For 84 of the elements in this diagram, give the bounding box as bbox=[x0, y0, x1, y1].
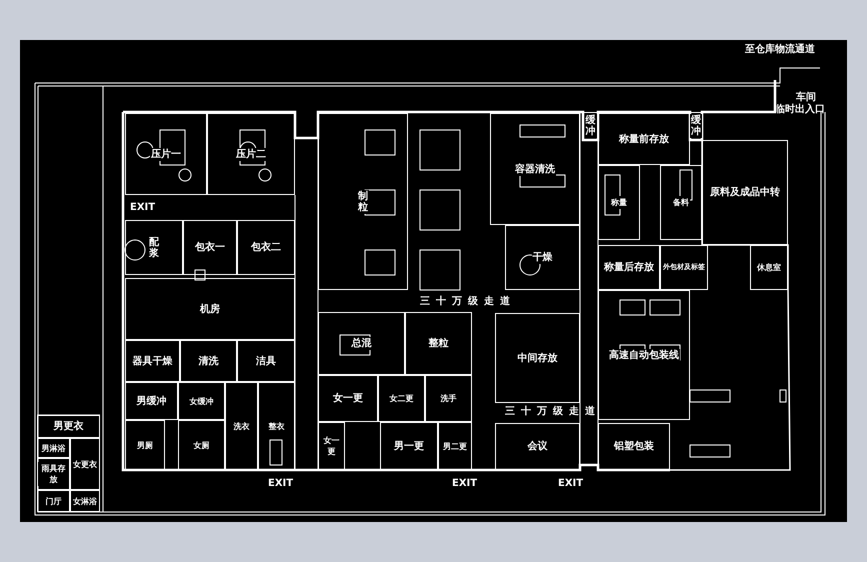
room bbox=[180, 340, 237, 382]
room bbox=[598, 290, 690, 420]
room bbox=[207, 113, 295, 195]
room bbox=[378, 375, 425, 422]
room-label: 女更衣 bbox=[72, 458, 98, 470]
room bbox=[660, 165, 702, 240]
room-label: 总混 bbox=[350, 337, 372, 350]
room-label: 压片一 bbox=[150, 148, 182, 160]
exit-label: EXIT bbox=[452, 478, 478, 489]
room bbox=[495, 423, 580, 470]
room-label: 压片二 bbox=[235, 148, 267, 160]
exit-label: EXIT bbox=[268, 478, 294, 489]
room bbox=[125, 382, 178, 420]
room bbox=[258, 382, 295, 470]
room bbox=[237, 220, 295, 275]
room-label: 中间存放 bbox=[516, 352, 558, 364]
room bbox=[750, 245, 788, 290]
room-label: 整粒 bbox=[428, 337, 450, 350]
room bbox=[125, 220, 183, 275]
room bbox=[598, 245, 660, 290]
note: 车间 bbox=[796, 92, 816, 103]
room bbox=[438, 422, 472, 470]
room bbox=[37, 415, 100, 438]
room bbox=[405, 312, 472, 375]
note: 至仓库物流通道 bbox=[745, 44, 815, 55]
room bbox=[318, 113, 408, 290]
room-label: 称量前存放 bbox=[618, 132, 670, 146]
room-label: 男二更 bbox=[442, 440, 468, 452]
room-label: 会议 bbox=[526, 440, 548, 453]
room-label: 洁具 bbox=[255, 354, 277, 368]
room-label: 包衣二 bbox=[250, 241, 282, 254]
room bbox=[598, 165, 640, 240]
room-label: 干燥 bbox=[532, 251, 554, 264]
room-label: 洗手 bbox=[440, 392, 458, 405]
room bbox=[37, 490, 70, 512]
room bbox=[505, 225, 580, 290]
room-label: 容器清洗 bbox=[514, 162, 556, 176]
room bbox=[380, 422, 438, 470]
room-label: 包衣一 bbox=[194, 241, 226, 254]
room bbox=[183, 220, 237, 275]
room bbox=[178, 420, 225, 470]
room-label: 女淋浴 bbox=[72, 494, 98, 508]
room-label: 女二更 bbox=[388, 392, 414, 405]
room-label: 女一更 bbox=[332, 392, 364, 405]
room-label: 休息室 bbox=[756, 261, 782, 274]
exit-label: EXIT bbox=[558, 478, 584, 489]
corridor-label: 三十万级走道 bbox=[420, 296, 516, 307]
room-label: 男一更 bbox=[393, 440, 425, 452]
room-label: 高速自动包装线 bbox=[608, 348, 680, 362]
room bbox=[598, 113, 690, 165]
room-label: 称量后存放 bbox=[603, 261, 655, 274]
room bbox=[37, 438, 70, 458]
room bbox=[178, 382, 225, 420]
room-label: 缓冲 bbox=[690, 114, 702, 138]
room-label: 备料 bbox=[672, 196, 690, 209]
room-label: 男更衣 bbox=[52, 420, 84, 433]
room bbox=[702, 140, 788, 245]
room-label: 称量 bbox=[610, 196, 628, 209]
room-label: 铝塑包装 bbox=[613, 440, 655, 453]
room-label: 机房 bbox=[199, 302, 221, 316]
room-label: 器具干燥 bbox=[132, 354, 174, 368]
room bbox=[125, 113, 207, 195]
room bbox=[495, 313, 580, 403]
room bbox=[237, 340, 295, 382]
room bbox=[125, 278, 295, 340]
room-label: 配浆 bbox=[148, 236, 160, 260]
room bbox=[425, 375, 472, 422]
room bbox=[318, 312, 405, 375]
room bbox=[225, 382, 258, 470]
room bbox=[70, 490, 100, 512]
corridor-label: 三十万级走道 bbox=[505, 406, 601, 417]
room-label: 男厕 bbox=[136, 438, 154, 452]
room bbox=[598, 423, 670, 470]
room bbox=[125, 420, 165, 470]
room bbox=[318, 375, 378, 422]
room bbox=[70, 438, 100, 490]
room-label: 缓冲 bbox=[584, 114, 596, 138]
room-label: 制粒 bbox=[357, 190, 369, 214]
room bbox=[660, 245, 708, 290]
room-label: 原料及成品中转 bbox=[709, 186, 781, 199]
room bbox=[125, 340, 180, 382]
exit-label: EXIT bbox=[130, 202, 156, 213]
room bbox=[318, 422, 345, 470]
room bbox=[490, 113, 580, 225]
